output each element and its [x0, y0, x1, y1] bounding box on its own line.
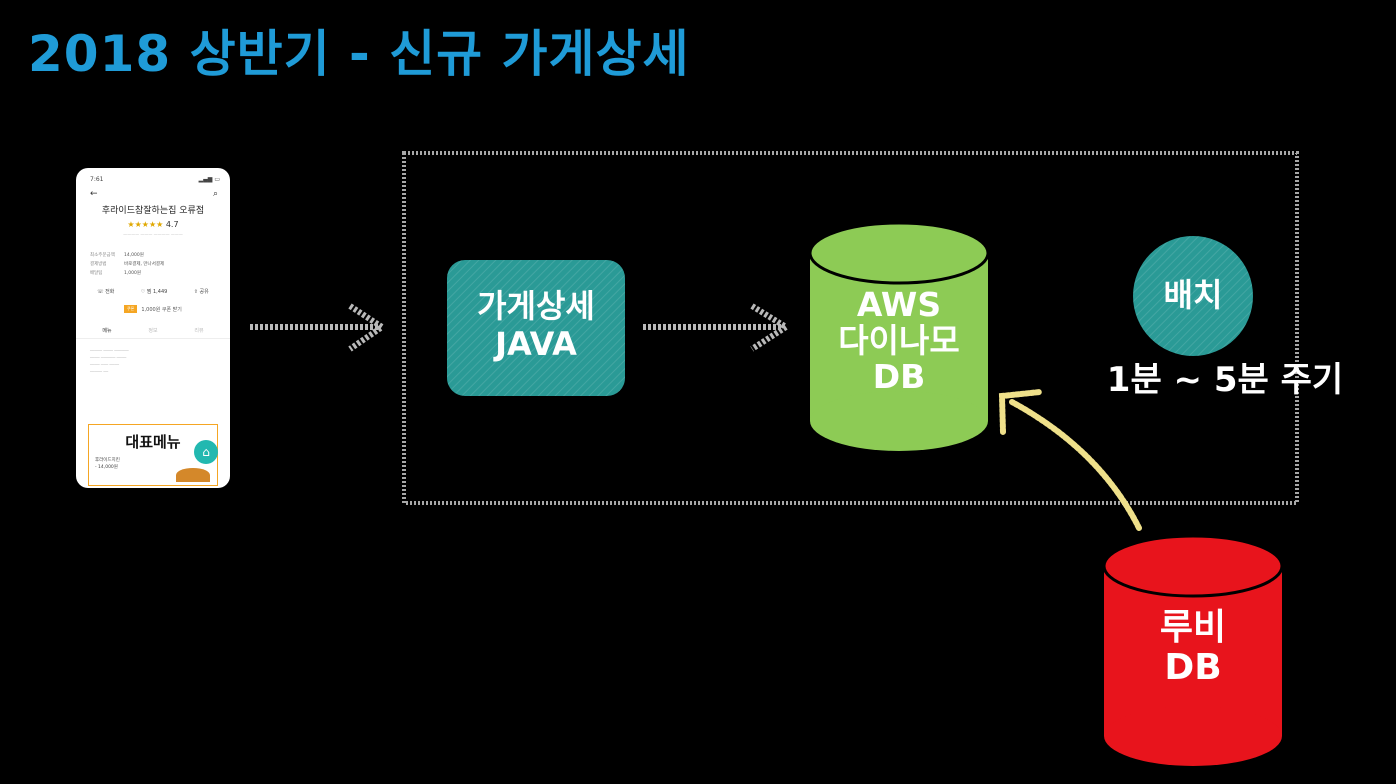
coupon-tag: 쿠폰	[124, 305, 138, 313]
batch-label: 배치	[1163, 276, 1223, 314]
store-name: 후라이드참잘하는집 오류점	[101, 206, 205, 216]
arrow-phone-to-java	[250, 303, 388, 352]
tab-info[interactable]: 정보	[148, 328, 158, 334]
chicken-image	[176, 468, 210, 482]
store-actions: ☏ 전화 ♡ 찜 1,449 ⇪ 공유	[76, 278, 230, 295]
java-language: JAVA	[495, 325, 577, 363]
rating-value: 4.7	[165, 220, 179, 229]
menu-item-price: - 14,000원	[95, 465, 118, 470]
featured-menu-header: 대표메뉴	[125, 433, 181, 451]
featured-menu: 대표메뉴 후라이드치킨 - 14,000원	[88, 424, 218, 486]
java-service-label: 가게상세 JAVA	[447, 287, 625, 363]
tab-menu[interactable]: 메뉴	[102, 328, 112, 334]
cart-icon[interactable]: ⌂	[194, 440, 218, 464]
dynamo-line-3: DB	[872, 357, 926, 396]
favorite-button[interactable]: ♡ 찜 1,449	[140, 289, 168, 295]
store-tabs: 메뉴 정보 리뷰	[76, 313, 230, 339]
status-time: 7:61	[90, 176, 104, 183]
ruby-db-label: 루비 DB	[1104, 608, 1282, 688]
review-meta: ———— ——— ———— ———	[123, 232, 183, 237]
dynamo-line-1: AWS	[856, 285, 942, 324]
arrow-java-to-dynamo	[643, 303, 792, 352]
ruby-line-1: 루비	[1159, 607, 1227, 648]
dynamo-line-2: 다이나모	[838, 321, 960, 360]
back-arrow-icon[interactable]: ←	[90, 189, 98, 199]
ruby-line-2: DB	[1164, 647, 1222, 688]
menu-item[interactable]: 후라이드치킨 - 14,000원	[95, 457, 217, 471]
service-boundary-box	[402, 151, 1299, 505]
menu-item-name: 후라이드치킨	[95, 458, 120, 463]
search-icon[interactable]: ⌕	[212, 189, 218, 199]
rating-stars-icon: ★★★★★	[127, 220, 164, 229]
phone-status-bar: 7:61 ▂▄▆ ▭	[76, 168, 230, 183]
coupon-text: 1,000원 쿠폰 받기	[141, 306, 182, 313]
menu-description: ───── ──── ────────── ────── ──────── ──…	[90, 348, 129, 374]
ruby-db-cylinder	[1102, 534, 1284, 766]
phone-app-bar: ← ⌕	[76, 183, 230, 199]
call-button[interactable]: ☏ 전화	[97, 289, 115, 295]
coupon-row[interactable]: 쿠폰 1,000원 쿠폰 받기	[124, 305, 230, 313]
share-button[interactable]: ⇪ 공유	[193, 289, 209, 295]
slide-title: 2018 상반기 - 신규 가게상세	[28, 25, 690, 83]
dynamo-db-label: AWS 다이나모 DB	[810, 287, 988, 395]
tab-review[interactable]: 리뷰	[194, 328, 204, 334]
dynamo-db-cylinder	[808, 221, 990, 451]
java-service-name: 가게상세	[477, 287, 595, 325]
phone-mockup: 7:61 ▂▄▆ ▭ ← ⌕ 후라이드참잘하는집 오류점 ★★★★★ 4.7 —…	[76, 168, 230, 488]
store-rating: ★★★★★ 4.7	[76, 220, 230, 229]
arrow-ruby-to-dynamo	[998, 389, 1142, 531]
batch-period-label: 1분 ~ 5분 주기	[1106, 360, 1344, 400]
signal-battery-icon: ▂▄▆ ▭	[198, 176, 220, 183]
